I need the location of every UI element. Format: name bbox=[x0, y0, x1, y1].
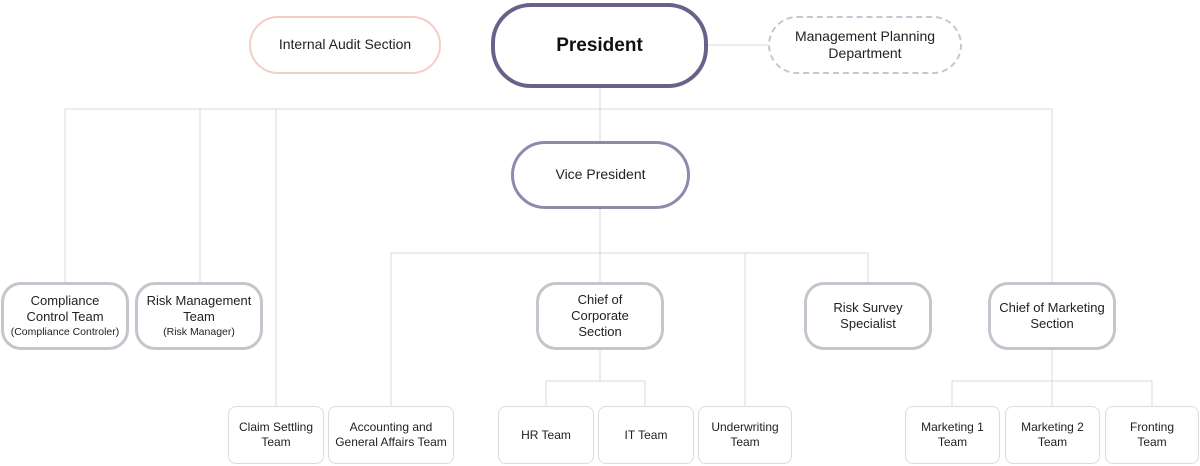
hr-team-node: HR Team bbox=[498, 406, 594, 464]
management-planning-line1: Management Planning bbox=[794, 27, 936, 44]
compliance-line2: Control Team bbox=[26, 309, 104, 325]
compliance-line1: Compliance bbox=[30, 293, 100, 309]
fronting-line2: Team bbox=[1137, 435, 1167, 449]
chief-corporate-line3: Section bbox=[578, 324, 622, 340]
vice-president-label: Vice President bbox=[555, 166, 646, 183]
it-team-label: IT Team bbox=[624, 427, 668, 442]
risk-management-sub: (Risk Manager) bbox=[163, 325, 235, 338]
chief-marketing-line2: Section bbox=[1030, 316, 1074, 331]
compliance-sub: (Compliance Controler) bbox=[10, 325, 120, 338]
accounting-line2: General Affairs Team bbox=[335, 435, 447, 449]
risk-survey-line1: Risk Survey bbox=[833, 299, 903, 315]
fronting-team-node: Fronting Team bbox=[1105, 406, 1199, 464]
chief-marketing-section-node: Chief of Marketing Section bbox=[988, 282, 1116, 350]
risk-management-line1: Risk Management bbox=[146, 293, 252, 309]
marketing-2-team-node: Marketing 2 Team bbox=[1005, 406, 1100, 464]
claim-settling-line2: Team bbox=[261, 435, 291, 449]
management-planning-line2: Department bbox=[828, 45, 902, 61]
marketing2-line2: Team bbox=[1037, 435, 1068, 449]
chief-corporate-line1: Chief of bbox=[577, 291, 623, 307]
president-node: President bbox=[491, 3, 708, 88]
chief-marketing-line1: Chief of Marketing bbox=[999, 299, 1105, 315]
claim-settling-team-node: Claim Settling Team bbox=[228, 406, 324, 464]
management-planning-node: Management Planning Department bbox=[768, 16, 962, 74]
risk-survey-specialist-node: Risk Survey Specialist bbox=[804, 282, 932, 350]
claim-settling-line1: Claim Settling bbox=[238, 420, 314, 434]
internal-audit-label: Internal Audit Section bbox=[278, 36, 412, 53]
risk-management-line2: Team bbox=[183, 309, 215, 325]
internal-audit-section-node: Internal Audit Section bbox=[249, 16, 441, 74]
marketing-1-team-node: Marketing 1 Team bbox=[905, 406, 1000, 464]
fronting-line1: Fronting bbox=[1129, 420, 1175, 434]
it-team-node: IT Team bbox=[598, 406, 694, 464]
underwriting-line2: Team bbox=[730, 435, 760, 449]
risk-management-team-node: Risk Management Team (Risk Manager) bbox=[135, 282, 263, 350]
vice-president-node: Vice President bbox=[511, 141, 690, 209]
chief-corporate-line2: Corporate bbox=[571, 307, 629, 323]
chief-corporate-section-node: Chief of Corporate Section bbox=[536, 282, 664, 350]
risk-survey-line2: Specialist bbox=[840, 316, 896, 331]
accounting-line1: Accounting and bbox=[349, 420, 433, 434]
president-label: President bbox=[556, 34, 643, 56]
hr-team-label: HR Team bbox=[521, 427, 571, 442]
marketing1-line1: Marketing 1 bbox=[921, 420, 984, 434]
marketing2-line1: Marketing 2 bbox=[1021, 420, 1084, 434]
marketing1-line2: Team bbox=[937, 435, 968, 449]
accounting-general-affairs-team-node: Accounting and General Affairs Team bbox=[328, 406, 454, 464]
compliance-control-team-node: Compliance Control Team (Compliance Cont… bbox=[1, 282, 129, 350]
underwriting-team-node: Underwriting Team bbox=[698, 406, 792, 464]
underwriting-line1: Underwriting bbox=[711, 420, 779, 434]
